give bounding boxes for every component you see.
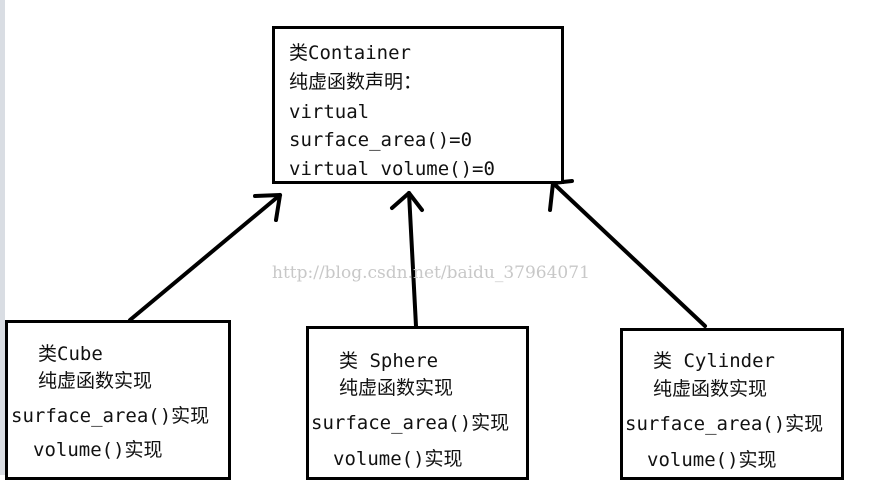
container-line: virtual volume()=0: [289, 158, 495, 180]
cylinder-line: surface_area()实现: [625, 413, 824, 435]
container-class-box: 类Container 纯虚函数声明： virtual surface_area(…: [272, 26, 564, 184]
cylinder-line: volume()实现: [647, 449, 777, 471]
container-line: virtual: [289, 101, 370, 123]
sphere-subtitle: 纯虚函数实现: [339, 377, 454, 399]
container-line: surface_area()=0: [289, 129, 473, 151]
sphere-title: 类 Sphere: [339, 350, 439, 372]
watermark-text: http://blog.csdn.net/baidu_37964071: [272, 263, 590, 283]
cube-title: 类Cube: [38, 343, 103, 365]
arrow-cylinder-to-container: [548, 179, 707, 328]
container-subtitle: 纯虚函数声明：: [289, 71, 423, 93]
sphere-line: volume()实现: [333, 448, 463, 470]
cylinder-title: 类 Cylinder: [653, 350, 775, 372]
window-edge: [0, 0, 5, 475]
arrow-sphere-to-container: [390, 191, 424, 328]
arrow-cube-to-container: [128, 193, 282, 322]
cube-line: volume()实现: [33, 439, 163, 461]
cube-subtitle: 纯虚函数实现: [38, 370, 153, 392]
cylinder-class-box: 类 Cylinder 纯虚函数实现 surface_area()实现 volum…: [620, 328, 844, 480]
sphere-line: surface_area()实现: [311, 412, 510, 434]
cube-line: surface_area()实现: [11, 405, 210, 427]
sphere-class-box: 类 Sphere 纯虚函数实现 surface_area()实现 volume(…: [306, 326, 529, 480]
cube-class-box: 类Cube 纯虚函数实现 surface_area()实现 volume()实现: [5, 320, 231, 480]
container-title: 类Container: [289, 42, 411, 64]
cylinder-subtitle: 纯虚函数实现: [653, 378, 768, 400]
